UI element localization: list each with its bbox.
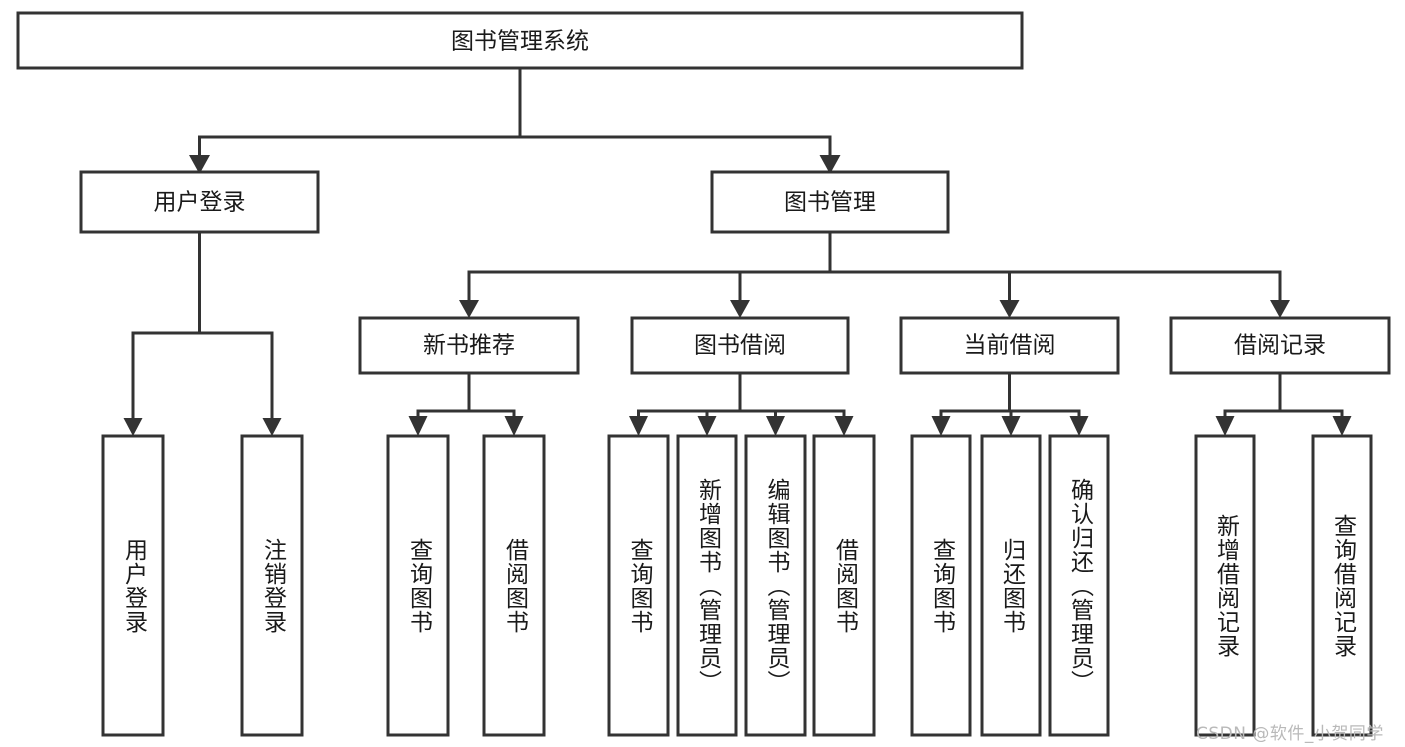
- node-leaf-user-logout-box[interactable]: [240, 434, 304, 737]
- csdn-watermark: CSDN @软件_小贺同学: [1196, 724, 1384, 744]
- node-book-manage[interactable]: 图书管理: [710, 170, 950, 234]
- node-leaf-borrow-book-box[interactable]: [812, 434, 876, 737]
- node-book-borrow-box[interactable]: [630, 316, 850, 375]
- arrowhead-leaf-borrow-book-rec: [504, 416, 524, 436]
- node-leaf-query-book-cur-box[interactable]: [910, 434, 972, 737]
- node-leaf-edit-book-box[interactable]: [744, 434, 807, 737]
- node-book-manage-label: 图书管理: [784, 190, 876, 216]
- arrowhead-leaf-query-record: [1332, 416, 1352, 436]
- node-leaf-query-book-box[interactable]: [607, 434, 670, 737]
- node-user-login[interactable]: 用户登录: [79, 170, 320, 234]
- node-current-borrow-box[interactable]: [899, 316, 1120, 375]
- arrowhead-leaf-borrow-book: [834, 416, 854, 436]
- node-leaf-add-book-box[interactable]: [676, 434, 738, 737]
- node-current-borrow-label: 当前借阅: [964, 333, 1056, 359]
- arrowhead-book-manage: [819, 155, 841, 174]
- edge-layer: [123, 66, 1352, 436]
- arrowhead-new-book-rec: [459, 300, 479, 318]
- arrowhead-book-borrow: [730, 300, 750, 318]
- node-new-book-rec[interactable]: 新书推荐: [358, 316, 580, 375]
- node-leaf-query-book-rec-box[interactable]: [386, 434, 450, 737]
- node-current-borrow[interactable]: 当前借阅: [899, 316, 1120, 375]
- arrowhead-leaf-query-book: [629, 416, 648, 436]
- node-root[interactable]: 图书管理系统: [16, 11, 1024, 70]
- arrowhead-leaf-add-record: [1215, 416, 1235, 436]
- arrowhead-leaf-query-book-cur: [931, 416, 951, 436]
- node-root-box[interactable]: [16, 11, 1024, 70]
- node-leaf-user-login-box[interactable]: [101, 434, 165, 737]
- node-borrow-record-box[interactable]: [1169, 316, 1391, 375]
- node-borrow-record[interactable]: 借阅记录: [1169, 316, 1391, 375]
- node-leaf-return-book-box[interactable]: [980, 434, 1042, 737]
- node-leaf-borrow-book-rec-box[interactable]: [482, 434, 546, 737]
- node-new-book-rec-label: 新书推荐: [423, 333, 515, 359]
- node-leaf-add-record-box[interactable]: [1194, 434, 1256, 737]
- leaf-boxes: [101, 434, 1373, 737]
- node-new-book-rec-box[interactable]: [358, 316, 580, 375]
- arrowhead-leaf-query-book-rec: [408, 416, 428, 436]
- arrowhead-leaf-return-book: [1001, 416, 1021, 436]
- arrowhead-user-login: [189, 155, 210, 174]
- node-user-login-label: 用户登录: [154, 190, 246, 216]
- arrowhead-leaf-user-login: [123, 418, 143, 436]
- node-root-label: 图书管理系统: [451, 29, 589, 55]
- node-book-borrow[interactable]: 图书借阅: [630, 316, 850, 375]
- node-borrow-record-label: 借阅记录: [1234, 333, 1326, 359]
- arrowhead-leaf-add-book: [697, 416, 717, 436]
- arrowhead-current-borrow: [999, 300, 1020, 318]
- arrowhead-borrow-record: [1270, 300, 1290, 318]
- node-layer: 图书管理系统 用户登录 图书管理 新书推荐 图书借阅: [16, 11, 1391, 737]
- arrowhead-leaf-user-logout: [262, 418, 282, 436]
- node-book-manage-box[interactable]: [710, 170, 950, 234]
- node-leaf-query-record-box[interactable]: [1311, 434, 1373, 737]
- node-book-borrow-label: 图书借阅: [694, 333, 786, 359]
- node-user-login-box[interactable]: [79, 170, 320, 234]
- arrowhead-leaf-edit-book: [766, 416, 785, 436]
- arrowhead-leaf-confirm-return: [1069, 416, 1089, 436]
- node-leaf-confirm-return-box[interactable]: [1048, 434, 1110, 737]
